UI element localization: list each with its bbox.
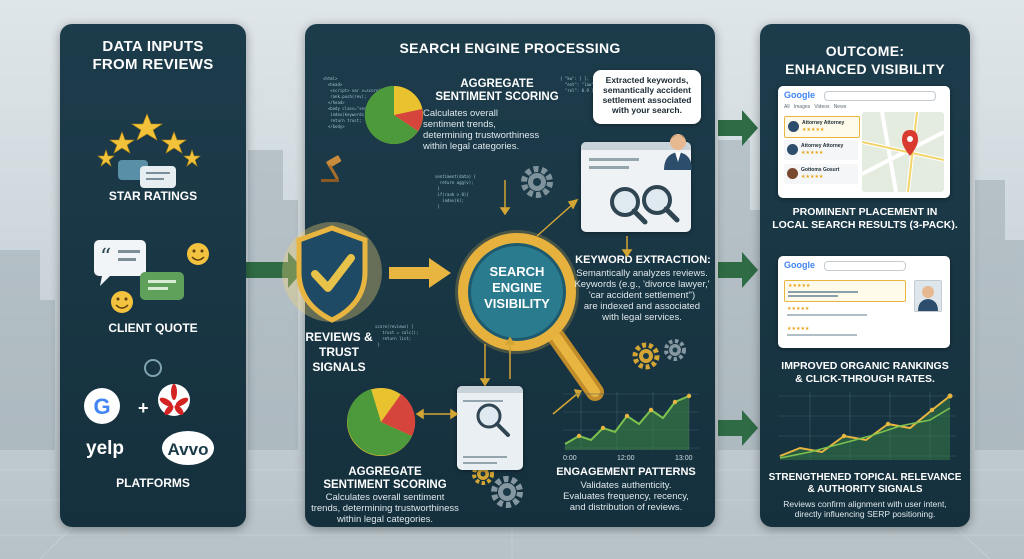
person-icon bbox=[664, 134, 692, 170]
shield-check-icon bbox=[282, 222, 382, 323]
sentiment-pie-chart bbox=[364, 85, 423, 144]
keyword-bubble-text: Extracted keywords, semantically acciden… bbox=[602, 75, 692, 115]
listing-card[interactable]: Gottoms Gosurt ★★★★★ bbox=[784, 164, 858, 184]
chat-bubble-icon bbox=[140, 272, 184, 300]
listing-card[interactable]: Attorney Attorney ★★★★★ bbox=[784, 140, 858, 160]
local-3-pack-window: Google All Images Videos News Attorney A… bbox=[778, 86, 950, 198]
star-icon: ★★★★★ bbox=[801, 174, 824, 180]
connector-arrows bbox=[415, 180, 633, 420]
search-bar bbox=[824, 91, 936, 101]
data-inputs-title: DATA INPUTS FROM REVIEWS bbox=[92, 38, 214, 73]
code-snippet: sentiment(data) { return agg(v); } if(ra… bbox=[435, 174, 476, 209]
star-icon bbox=[109, 131, 135, 154]
sentiment-bottom-text: Calculates overall sentiment trends, det… bbox=[311, 492, 459, 525]
local-placement-label: PROMINENT PLACEMENT IN LOCAL SEARCH RESU… bbox=[772, 206, 958, 231]
star-ratings-illustration bbox=[97, 113, 201, 188]
engagement-line-chart: 0:00 12:00 13:00 bbox=[563, 392, 699, 462]
svg-text:+: + bbox=[138, 398, 149, 418]
smiley-icon bbox=[187, 243, 209, 265]
process-arrow bbox=[389, 258, 451, 288]
google-icon: G bbox=[84, 388, 120, 424]
star-icon bbox=[131, 113, 163, 141]
star-icon: ★★★★★ bbox=[787, 326, 810, 332]
search-engine-visibility-label: SEARCH ENGINE VISIBILITY bbox=[484, 264, 550, 311]
star-icon: ★★★★★ bbox=[788, 283, 811, 289]
avatar bbox=[787, 168, 798, 179]
magnifier-icon bbox=[610, 185, 680, 225]
outcome-panel: OUTCOME: ENHANCED VISIBILITY Google All … bbox=[760, 24, 970, 527]
organic-result[interactable]: ★★★★★ bbox=[784, 280, 906, 302]
organic-rankings-label: IMPROVED ORGANIC RANKINGS & CLICK-THROUG… bbox=[781, 360, 949, 385]
star-icon bbox=[183, 149, 201, 167]
map-pin-icon bbox=[902, 130, 918, 156]
platforms-illustration: G + yelp Avvo bbox=[84, 359, 214, 465]
yelp-icon: yelp bbox=[86, 438, 124, 459]
keyword-bubble: Extracted keywords, semantically acciden… bbox=[593, 70, 701, 124]
svg-text:G: G bbox=[93, 394, 110, 419]
map-area bbox=[862, 112, 944, 192]
organic-result[interactable]: ★★★★★ bbox=[784, 306, 904, 322]
code-snippet: { "kw": [ ], "ent": "law", "rel": 0.9 } bbox=[560, 76, 597, 93]
outcome-title: OUTCOME: ENHANCED VISIBILITY bbox=[785, 43, 945, 77]
engagement-text: Validates authenticity. Evaluates freque… bbox=[563, 480, 689, 513]
magnifier-icon bbox=[455, 230, 604, 401]
gear-icon bbox=[521, 166, 553, 198]
data-inputs-panel: DATA INPUTS FROM REVIEWS STAR RATINGS “ bbox=[60, 24, 246, 527]
person-icon bbox=[918, 286, 938, 311]
platforms-label: PLATFORMS bbox=[116, 476, 190, 490]
organic-results-window: Google ★★★★★ ★★★★★ ★★★★★ bbox=[778, 256, 950, 348]
trust-signals-label: REVIEWS & TRUST SIGNALS bbox=[305, 330, 373, 374]
avatar bbox=[788, 121, 799, 132]
keyword-extraction-text: Semantically analyzes reviews. Keywords … bbox=[574, 268, 710, 323]
listing-card[interactable]: Attorney Attorney ★★★★★ bbox=[784, 116, 860, 138]
sentiment-top-text: Calculates overall sentiment trends, det… bbox=[423, 108, 540, 152]
line-chart-icon bbox=[778, 392, 956, 460]
code-snippet: score(reviews) { trust = calc(); return … bbox=[375, 324, 419, 347]
magnifier-icon bbox=[476, 403, 510, 437]
star-icon: ★★★★★ bbox=[801, 150, 824, 156]
engagement-heading: ENGAGEMENT PATTERNS bbox=[556, 466, 696, 478]
sentiment-bottom-heading: AGGREGATE SENTIMENT SCORING bbox=[323, 466, 447, 491]
sentiment-top-heading: AGGREGATE SENTIMENT SCORING bbox=[435, 78, 559, 103]
organic-result[interactable]: ★★★★★ bbox=[784, 326, 904, 342]
client-quote-illustration: “ bbox=[94, 240, 209, 313]
sentiment-pie-chart bbox=[347, 388, 416, 456]
svg-text:0:00: 0:00 bbox=[563, 455, 577, 462]
search-bar bbox=[824, 261, 906, 271]
svg-text:12:00: 12:00 bbox=[617, 455, 635, 462]
google-logo: Google bbox=[784, 260, 815, 270]
yelp-icon bbox=[158, 384, 190, 416]
star-icon bbox=[97, 149, 115, 167]
chat-bubble-icon bbox=[118, 160, 176, 188]
person-icon bbox=[144, 359, 162, 377]
gear-icon bbox=[632, 339, 686, 370]
serp-tabs: All Images Videos News bbox=[784, 104, 847, 110]
svg-text:“: “ bbox=[100, 245, 111, 270]
keyword-extraction-heading: KEYWORD EXTRACTION: bbox=[575, 254, 711, 266]
google-logo: Google bbox=[784, 90, 815, 100]
processing-title: SEARCH ENGINE PROCESSING bbox=[399, 40, 621, 56]
star-icon bbox=[161, 131, 187, 154]
authority-text: Reviews confirm alignment with user inte… bbox=[783, 499, 947, 519]
authority-label: STRENGTHENED TOPICAL RELEVANCE & AUTHORI… bbox=[768, 472, 962, 495]
chat-bubble-icon: “ bbox=[94, 240, 146, 286]
code-snippet: <html> <head> <script> var v=score(); ra… bbox=[323, 76, 386, 129]
smiley-icon bbox=[111, 291, 133, 313]
avatar bbox=[914, 280, 942, 312]
star-ratings-label: STAR RATINGS bbox=[108, 189, 198, 203]
svg-text:13:00: 13:00 bbox=[675, 455, 693, 462]
star-icon: ★★★★★ bbox=[787, 306, 810, 312]
svg-text:Avvo: Avvo bbox=[168, 440, 209, 459]
client-quote-label: CLIENT QUOTE bbox=[108, 321, 198, 335]
avvo-icon: Avvo bbox=[162, 431, 214, 465]
star-icon: ★★★★★ bbox=[802, 127, 825, 133]
search-engine-processing-panel: SEARCH ENGINE PROCESSING <html> <head> <… bbox=[282, 24, 715, 527]
gavel-icon bbox=[321, 155, 342, 182]
avatar bbox=[787, 144, 798, 155]
